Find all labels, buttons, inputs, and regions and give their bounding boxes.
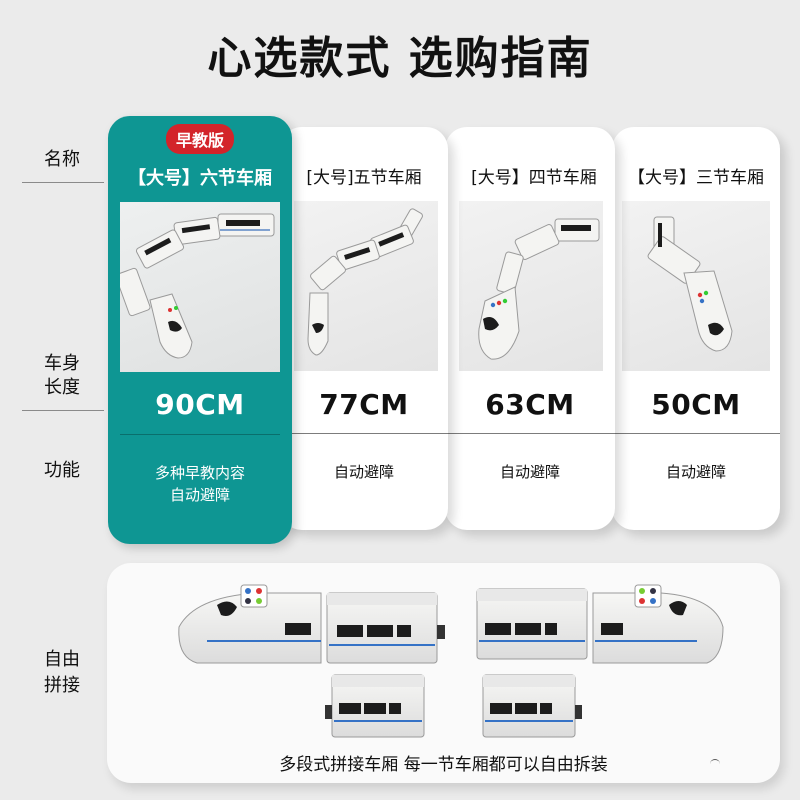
product-name: 【大号】三节车厢 [628,168,764,188]
assembly-panel: 多段式拼接车厢 每一节车厢都可以自由拆装 [107,563,780,783]
page-title: 心选款式 选购指南 [207,33,593,84]
card-divider [445,433,615,434]
card-divider [280,433,448,434]
function-line: 自动避障 [169,486,230,504]
card-divider [120,434,280,435]
train-length: 50CM [651,388,741,421]
row-label-function: 功能 [44,460,80,481]
function-text: 多种早教内容 自动避障 [108,462,292,506]
train-length: 63CM [485,388,575,421]
product-name: [大号]五节车厢 [306,168,422,188]
six-car-train-photo [120,202,280,372]
loading-spinner-icon [710,759,720,769]
early-education-badge: 早教版 [165,124,235,154]
assembly-caption: 多段式拼接车厢 每一节车厢都可以自由拆装 [279,755,608,775]
row-label-length-1: 车身 [44,353,80,374]
product-card-three-car[interactable]: 【大号】三节车厢 50CM 自动避障 [612,127,780,530]
row-label-assembly-1: 自由 [44,649,80,670]
function-text: 自动避障 [333,463,394,481]
train-length: 77CM [319,388,409,421]
function-line: 多种早教内容 [154,464,245,482]
function-text: 自动避障 [499,463,560,481]
product-card-five-car[interactable]: [大号]五节车厢 77CM 自动避障 [280,127,448,530]
product-card-six-car[interactable]: 早教版 【大号】六节车厢 90CM 多种早教内容 [108,116,292,544]
row-label-name: 名称 [44,149,80,170]
row-divider [22,182,104,183]
row-label-length-2: 长度 [44,377,80,398]
product-name: [大号】四节车厢 [471,168,597,188]
row-divider [22,410,104,411]
train-length: 90CM [155,388,245,421]
five-car-train-photo [294,201,438,371]
function-text: 自动避障 [665,463,726,481]
product-card-four-car[interactable]: [大号】四节车厢 63CM 自动避障 [445,127,615,530]
row-label-assembly-2: 拼接 [44,675,80,696]
three-car-train-photo [622,201,770,371]
product-name: 【大号】六节车厢 [128,168,272,189]
card-divider [612,433,780,434]
detachable-train-cars-photo [167,575,727,745]
four-car-train-photo [459,201,603,371]
